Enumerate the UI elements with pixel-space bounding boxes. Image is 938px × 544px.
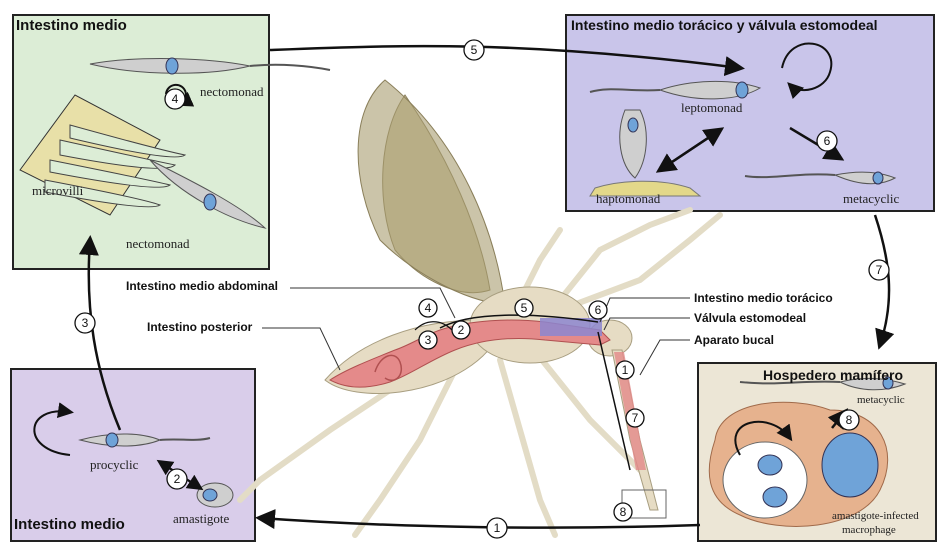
- macrophage-cell: [709, 402, 887, 526]
- step-2-panel: 2: [174, 472, 181, 486]
- procyclic-parasite: [80, 433, 210, 447]
- step-8-panel: 8: [846, 413, 853, 427]
- step-8-fly: 8: [620, 505, 627, 519]
- step-4-fly: 4: [425, 301, 432, 315]
- metacyclic-parasite-top: [745, 172, 895, 184]
- step-1-fly: 1: [622, 363, 629, 377]
- wing-front: [358, 80, 505, 305]
- label-microvilli: microvilli: [32, 183, 83, 199]
- label-mouthparts: Aparato bucal: [694, 333, 774, 347]
- nectomonad-parasite-bottom: [150, 160, 265, 228]
- step-5-top: 5: [471, 43, 478, 57]
- step-4-panel: 4: [172, 92, 179, 106]
- label-amastigote-infected: amastigote-infected: [832, 510, 919, 522]
- label-stomodeal-valve: Válvula estomodeal: [694, 311, 806, 325]
- label-metacyclic-bottom: metacyclic: [857, 394, 905, 406]
- label-macrophage: macrophage: [842, 524, 896, 536]
- step-3-left: 3: [82, 316, 89, 330]
- title-top-left: Intestino medio: [16, 17, 127, 34]
- step-5-fly: 5: [521, 301, 528, 315]
- label-haptomonad: haptomonad: [596, 191, 660, 207]
- label-thoracic-midgut: Intestino medio torácico: [694, 291, 833, 305]
- label-procyclic: procyclic: [90, 457, 138, 473]
- leptomonad-parasite: [590, 81, 760, 98]
- amastigote-parasite: [197, 483, 233, 507]
- step-7-fly: 7: [632, 411, 639, 425]
- label-abdominal-midgut: Intestino medio abdominal: [126, 279, 278, 293]
- title-bottom-left: Intestino medio: [14, 516, 125, 533]
- label-hindgut: Intestino posterior: [147, 320, 252, 334]
- step-6-fly: 6: [595, 303, 602, 317]
- label-metacyclic-top: metacyclic: [843, 191, 899, 207]
- label-amastigote: amastigote: [173, 511, 229, 527]
- label-nectomonad-top: nectomonad: [200, 84, 264, 100]
- title-bottom-right: Hospedero mamífero: [763, 367, 903, 383]
- step-2-fly: 2: [458, 323, 465, 337]
- step-1-bottom: 1: [494, 521, 501, 535]
- title-top-right: Intestino medio torácico y válvula estom…: [571, 17, 878, 33]
- label-nectomonad-bottom: nectomonad: [126, 236, 190, 252]
- label-leptomonad: leptomonad: [681, 100, 742, 116]
- step-7-right: 7: [876, 263, 883, 277]
- step-3-fly: 3: [425, 333, 432, 347]
- nectomonad-parasite-top: [90, 58, 330, 74]
- step-6-panel: 6: [824, 134, 831, 148]
